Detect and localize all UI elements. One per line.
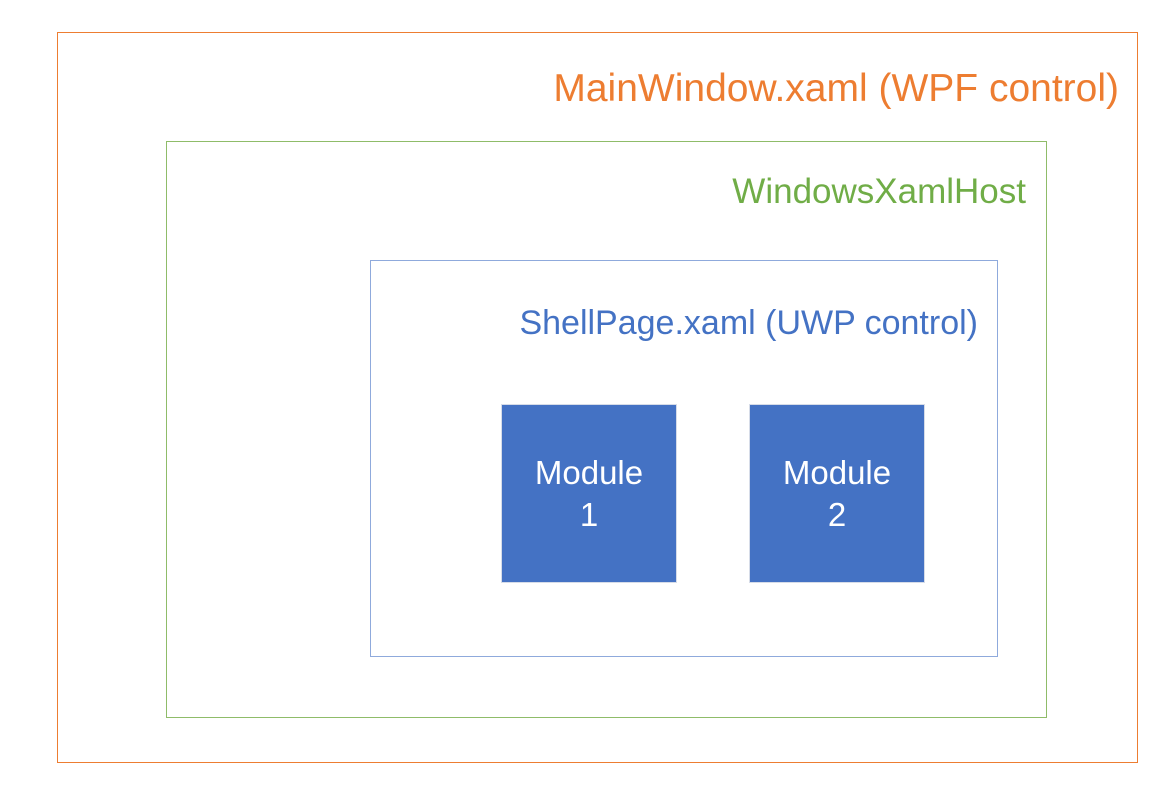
module-block-1: Module 1 (501, 404, 677, 583)
layer-label-windows-xaml-host: WindowsXamlHost (732, 172, 1026, 211)
module-block-2: Module 2 (749, 404, 925, 583)
layer-label-main-window: MainWindow.xaml (WPF control) (553, 67, 1119, 110)
layer-label-shell-page: ShellPage.xaml (UWP control) (519, 304, 978, 342)
layer-box-main-window (57, 32, 1138, 763)
layer-box-windows-xaml-host (166, 141, 1047, 718)
module-block-1-label: Module 1 (534, 453, 644, 533)
module-block-2-label: Module 2 (782, 453, 892, 533)
layer-box-shell-page (370, 260, 998, 657)
